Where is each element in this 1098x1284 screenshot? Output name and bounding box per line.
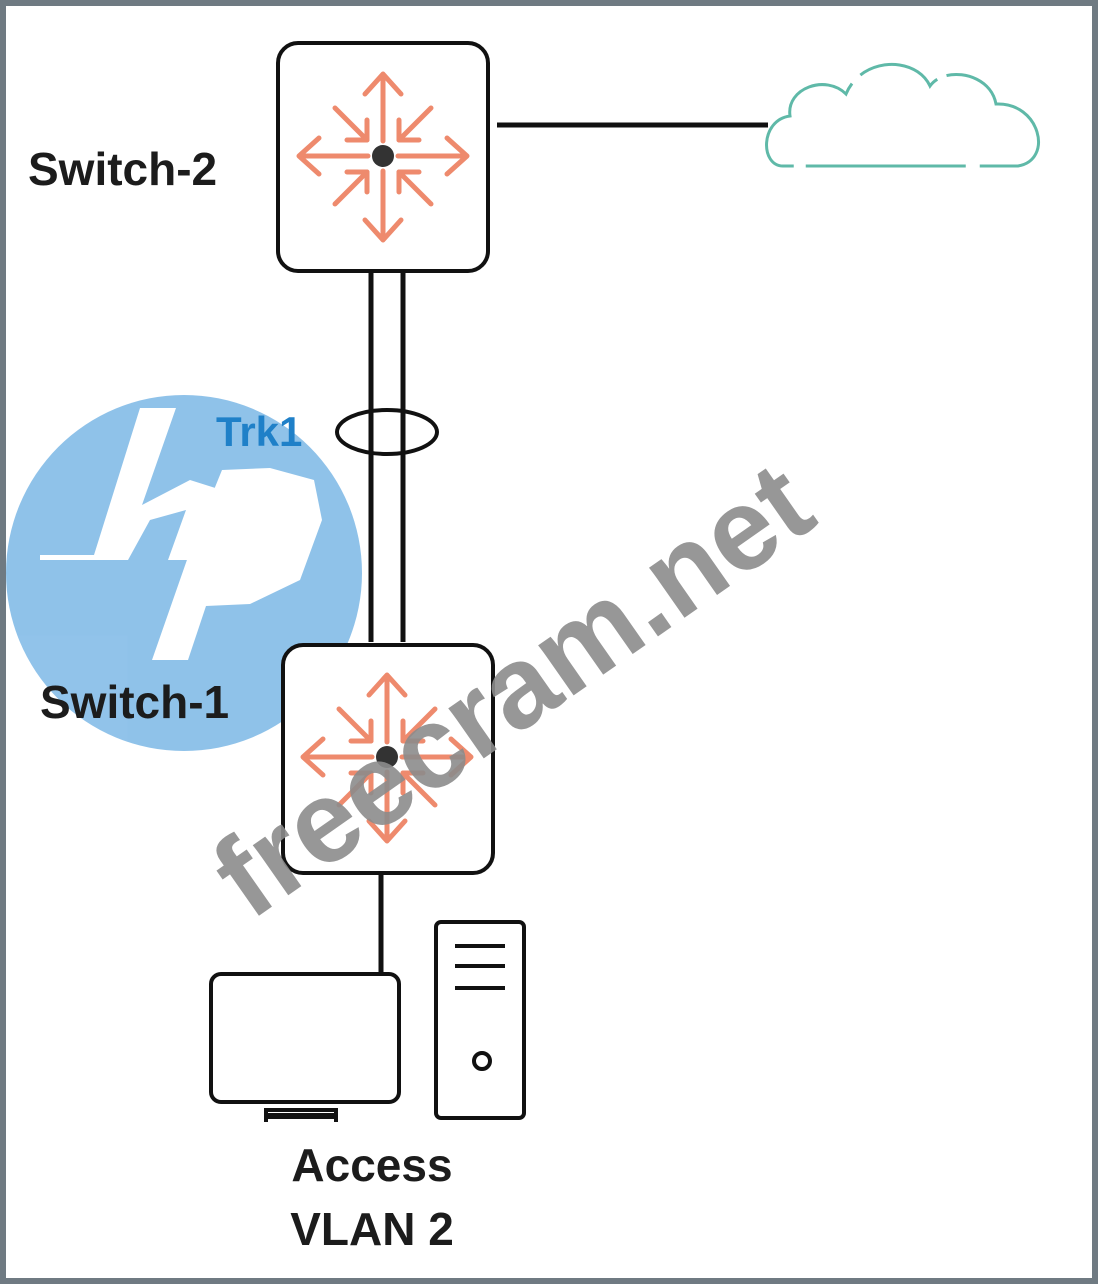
access-label-line2: VLAN 2 — [290, 1203, 454, 1255]
switch-1-device — [281, 643, 495, 875]
cloud-icon — [765, 63, 1040, 168]
switch-2-device — [276, 41, 490, 273]
monitor-icon — [209, 972, 401, 1122]
trunk-bundle-ellipse — [335, 408, 439, 456]
switch-1-label: Switch-1 — [40, 676, 229, 728]
topology-svg: Switch-2 Switch-1 Trk1 Access VLAN 2 fre… — [6, 41, 1040, 1255]
switch-2-label: Switch-2 — [28, 143, 217, 195]
tower-pc-icon — [434, 920, 526, 1120]
trunk-links — [368, 272, 406, 642]
trunk-label: Trk1 — [216, 408, 302, 455]
hp-logo-watermark — [6, 395, 362, 751]
access-label-line1: Access — [291, 1139, 452, 1191]
network-diagram-canvas: Switch-2 Switch-1 Trk1 Access VLAN 2 fre… — [6, 6, 1092, 1278]
